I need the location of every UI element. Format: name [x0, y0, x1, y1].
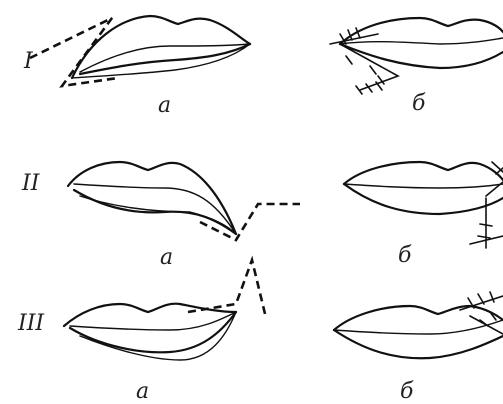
panel-3b-label: б	[400, 379, 414, 404]
panel-1b-label: б	[412, 91, 426, 116]
panel-1a-label: а	[158, 93, 171, 118]
panel-1b-lips	[330, 18, 503, 94]
panel-1a-lips	[30, 16, 250, 86]
panel-2b-lips	[344, 162, 503, 248]
panel-3a-label: а	[136, 379, 149, 404]
panel-2a-lips	[68, 162, 300, 240]
panel-2b-label: б	[398, 243, 412, 268]
panel-3a-lips	[64, 260, 266, 360]
row-numeral-2: II	[21, 171, 41, 196]
panel-2a-label: а	[160, 245, 173, 270]
row-numeral-1: I	[23, 49, 34, 74]
panel-3b-lips	[334, 292, 503, 358]
row-numeral-3: III	[17, 311, 45, 336]
